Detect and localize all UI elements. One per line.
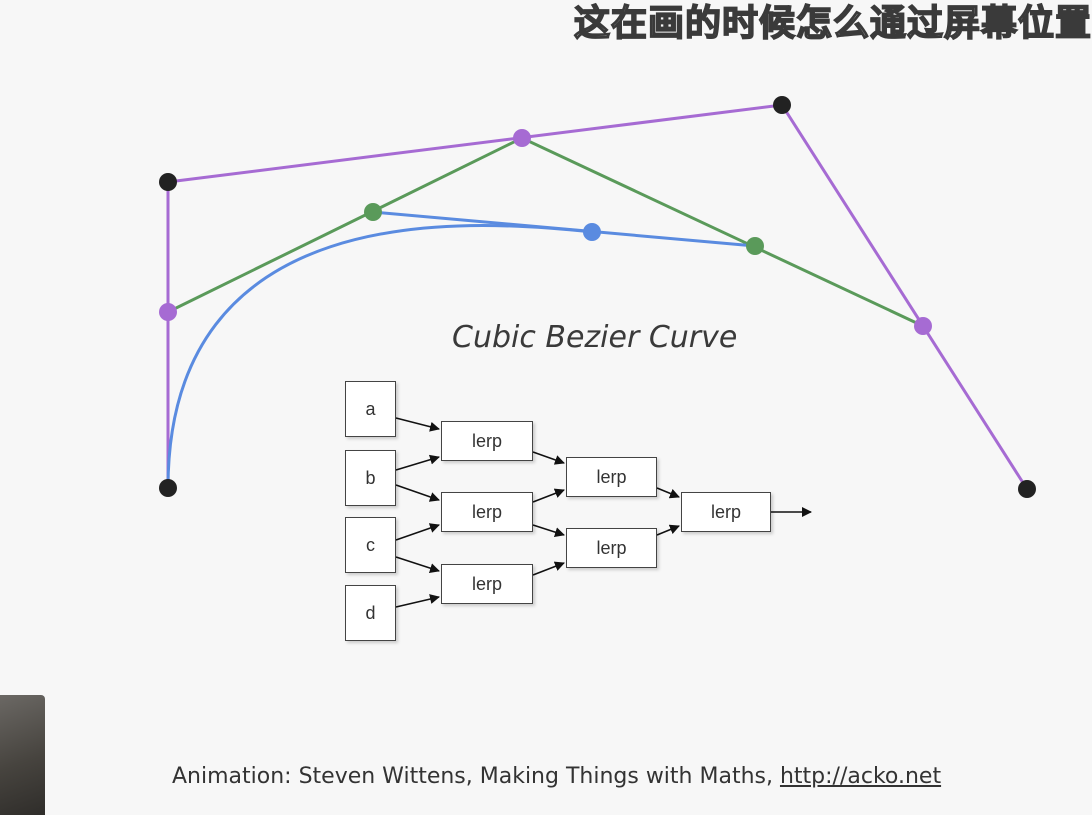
lerp-box-level1-2: lerp [441,492,533,532]
diagram-title: Cubic Bezier Curve [452,320,738,355]
control-point-p2 [773,96,791,114]
input-box-a: a [345,381,396,437]
lerp-point-q1 [513,129,531,147]
curve-point [583,223,601,241]
control-edge-2 [167,103,783,184]
arrow-b-lerp2 [395,484,440,502]
lerp-box-level1-1: lerp [441,421,533,461]
control-point-p1 [159,173,177,191]
attribution-link[interactable]: http://acko.net [779,764,942,789]
arrow-l4-l6 [656,487,680,499]
arrow-l2-l5 [532,524,565,537]
bezier-curve [166,223,593,489]
input-box-b: b [345,450,396,506]
lerp-point-r1 [746,237,764,255]
arrow-b-lerp1 [395,454,440,471]
control-point-p0 [159,479,177,497]
attribution-label: Animation: Steven Wittens, Making Things… [172,764,780,789]
lerp-box-level1-3: lerp [441,564,533,604]
arrow-d-lerp3 [395,594,440,608]
arrow-c-lerp2 [395,523,440,541]
attribution-text: Animation: Steven Wittens, Making Things… [172,764,941,789]
input-box-c: c [345,517,396,573]
lerp-box-level2-1: lerp [566,457,657,497]
control-point-p3 [1018,480,1036,498]
lerp-box-level3: lerp [681,492,771,532]
lerp-box-level2-2: lerp [566,528,657,568]
lerp-point-q0 [159,303,177,321]
input-box-d: d [345,585,396,641]
arrow-l1-l4 [532,451,565,465]
arrow-l5-l6 [656,524,680,536]
lerp-point-q2 [914,317,932,335]
arrow-a-lerp1 [395,417,440,432]
lerp-point-r0 [364,203,382,221]
arrow-l2-l4 [532,488,565,503]
control-edge-3 [780,104,1029,490]
arrow-l3-l5 [532,561,565,576]
presenter-video-thumbnail [0,695,45,815]
video-subtitle: 这在画的时候怎么通过屏幕位置 [573,2,1092,45]
arrow-c-lerp3 [395,556,440,573]
